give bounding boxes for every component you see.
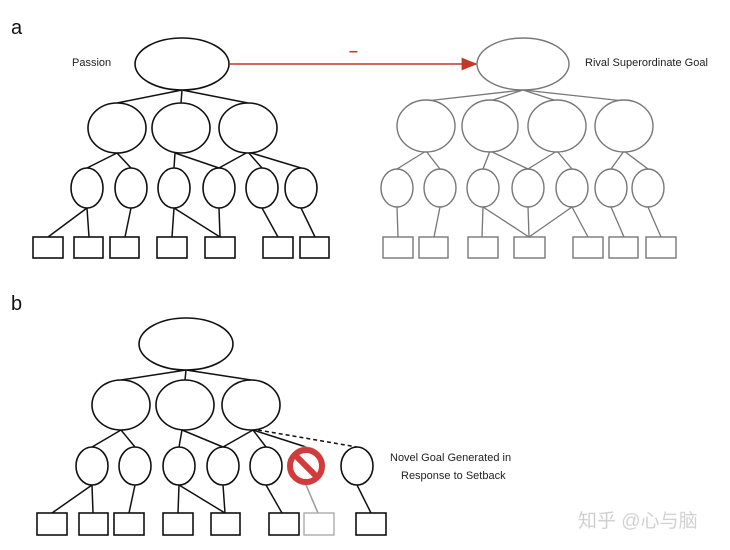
subgoal-node	[118, 446, 152, 486]
action-node	[262, 236, 294, 259]
action-node	[36, 512, 68, 536]
goal-node	[461, 99, 519, 153]
subgoal-node	[206, 446, 240, 486]
goal-node	[218, 102, 278, 154]
action-node	[268, 512, 300, 536]
subgoal-node	[114, 167, 148, 209]
novel-goal-node	[340, 446, 374, 486]
goal-node	[396, 99, 456, 153]
panel-a-label: a	[11, 17, 23, 39]
novel-goal-label-line1: Novel Goal Generated in	[390, 452, 511, 464]
action-node	[467, 236, 499, 259]
goal-node	[155, 379, 215, 431]
superordinate-goal-node	[138, 317, 234, 371]
goal-node	[594, 99, 654, 153]
action-node	[78, 512, 109, 536]
blocked-action-node	[303, 512, 335, 536]
panel-b-label: b	[11, 293, 22, 315]
action-node	[210, 512, 241, 536]
subgoal-node	[162, 446, 196, 486]
passion-label: Passion	[72, 57, 111, 69]
action-node	[109, 236, 140, 259]
conflict-minus-sign: –	[349, 43, 358, 60]
goal-node	[151, 102, 211, 154]
subgoal-node	[631, 168, 665, 208]
blocked-icon	[287, 447, 325, 485]
action-node	[73, 236, 104, 259]
action-node	[382, 236, 414, 259]
novel-goal-label-line2: Response to Setback	[401, 470, 506, 482]
action-node	[418, 236, 449, 259]
blocked-path-link	[305, 484, 319, 514]
action-node	[513, 236, 546, 259]
subgoal-node	[202, 167, 236, 209]
goal-node	[87, 102, 147, 154]
subgoal-node	[423, 168, 457, 208]
passion-goal-node	[134, 37, 230, 91]
subgoal-node	[157, 167, 191, 209]
subgoal-node	[70, 167, 104, 209]
action-node	[645, 236, 677, 259]
subgoal-node	[594, 168, 628, 208]
subgoal-node	[284, 167, 318, 209]
action-node	[608, 236, 639, 259]
subgoal-node	[380, 168, 414, 208]
action-node	[299, 236, 330, 259]
action-node	[162, 512, 194, 536]
subgoal-node	[245, 167, 279, 209]
rival-superordinate-goal-node	[476, 37, 570, 91]
rival-goal-tree	[380, 37, 677, 259]
rival-goal-label: Rival Superordinate Goal	[585, 57, 708, 69]
action-node	[204, 236, 236, 259]
subgoal-node	[75, 446, 109, 486]
subgoal-node	[466, 168, 500, 208]
goal-node	[91, 379, 151, 431]
novel-goal-dashed-link	[257, 429, 358, 448]
action-node	[572, 236, 604, 259]
goal-node	[221, 379, 281, 431]
action-node	[355, 512, 387, 536]
subgoal-node	[249, 446, 283, 486]
goal-node	[527, 99, 587, 153]
action-node	[113, 512, 145, 536]
passion-tree	[32, 37, 330, 259]
subgoal-node	[511, 168, 545, 208]
setback-tree	[36, 317, 387, 536]
watermark: 知乎 @心与脑	[578, 510, 698, 532]
action-node	[156, 236, 188, 259]
action-node	[32, 236, 64, 259]
subgoal-node	[555, 168, 589, 208]
